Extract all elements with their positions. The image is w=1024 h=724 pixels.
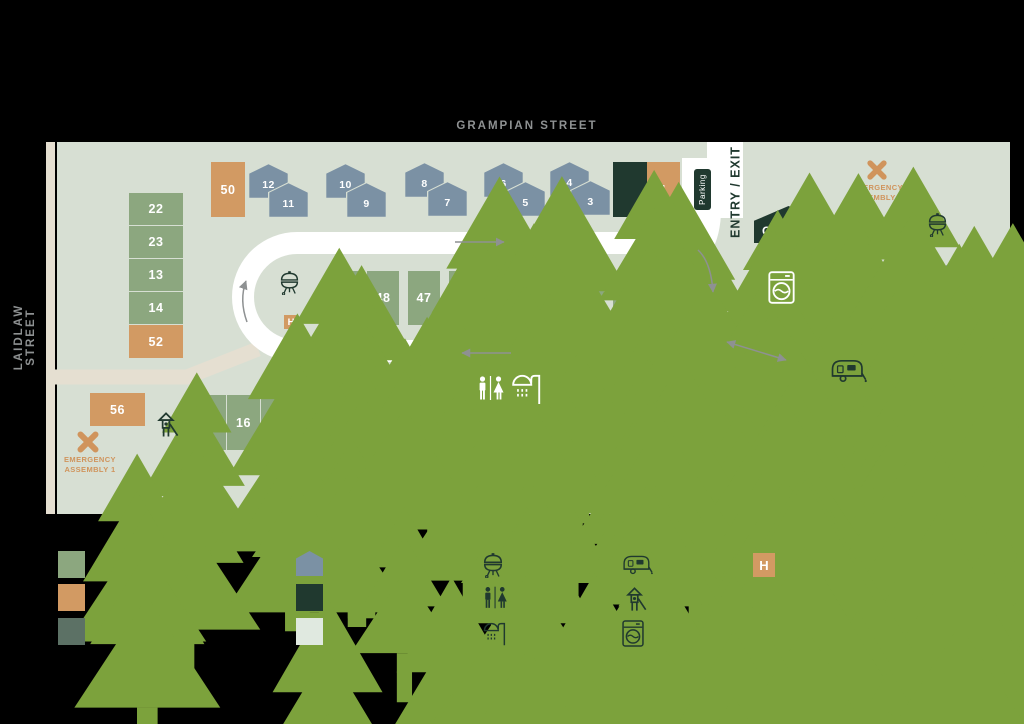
legend-swatch-site-orange xyxy=(58,584,85,611)
legend-swatch-building-dark-green xyxy=(296,584,323,611)
laidlaw-street-road xyxy=(46,142,55,514)
legend-toilets-icon xyxy=(485,586,507,609)
legend-bbq-icon xyxy=(483,553,503,578)
legend-caravan-icon xyxy=(623,555,653,575)
legend-swatch-site-green xyxy=(58,551,85,578)
legend-hydrant-marker: H xyxy=(753,553,775,577)
legend-swatch-site-grey-green xyxy=(58,618,85,645)
legend-swatch-legend-light xyxy=(296,618,323,645)
legend-laundry-icon xyxy=(622,620,644,647)
legend-swatch-cabin-blue xyxy=(296,551,323,576)
grampian-street-label: GRAMPIAN STREET xyxy=(456,120,598,132)
legend-playground-icon xyxy=(627,587,647,612)
legend-shower-icon xyxy=(483,622,506,646)
